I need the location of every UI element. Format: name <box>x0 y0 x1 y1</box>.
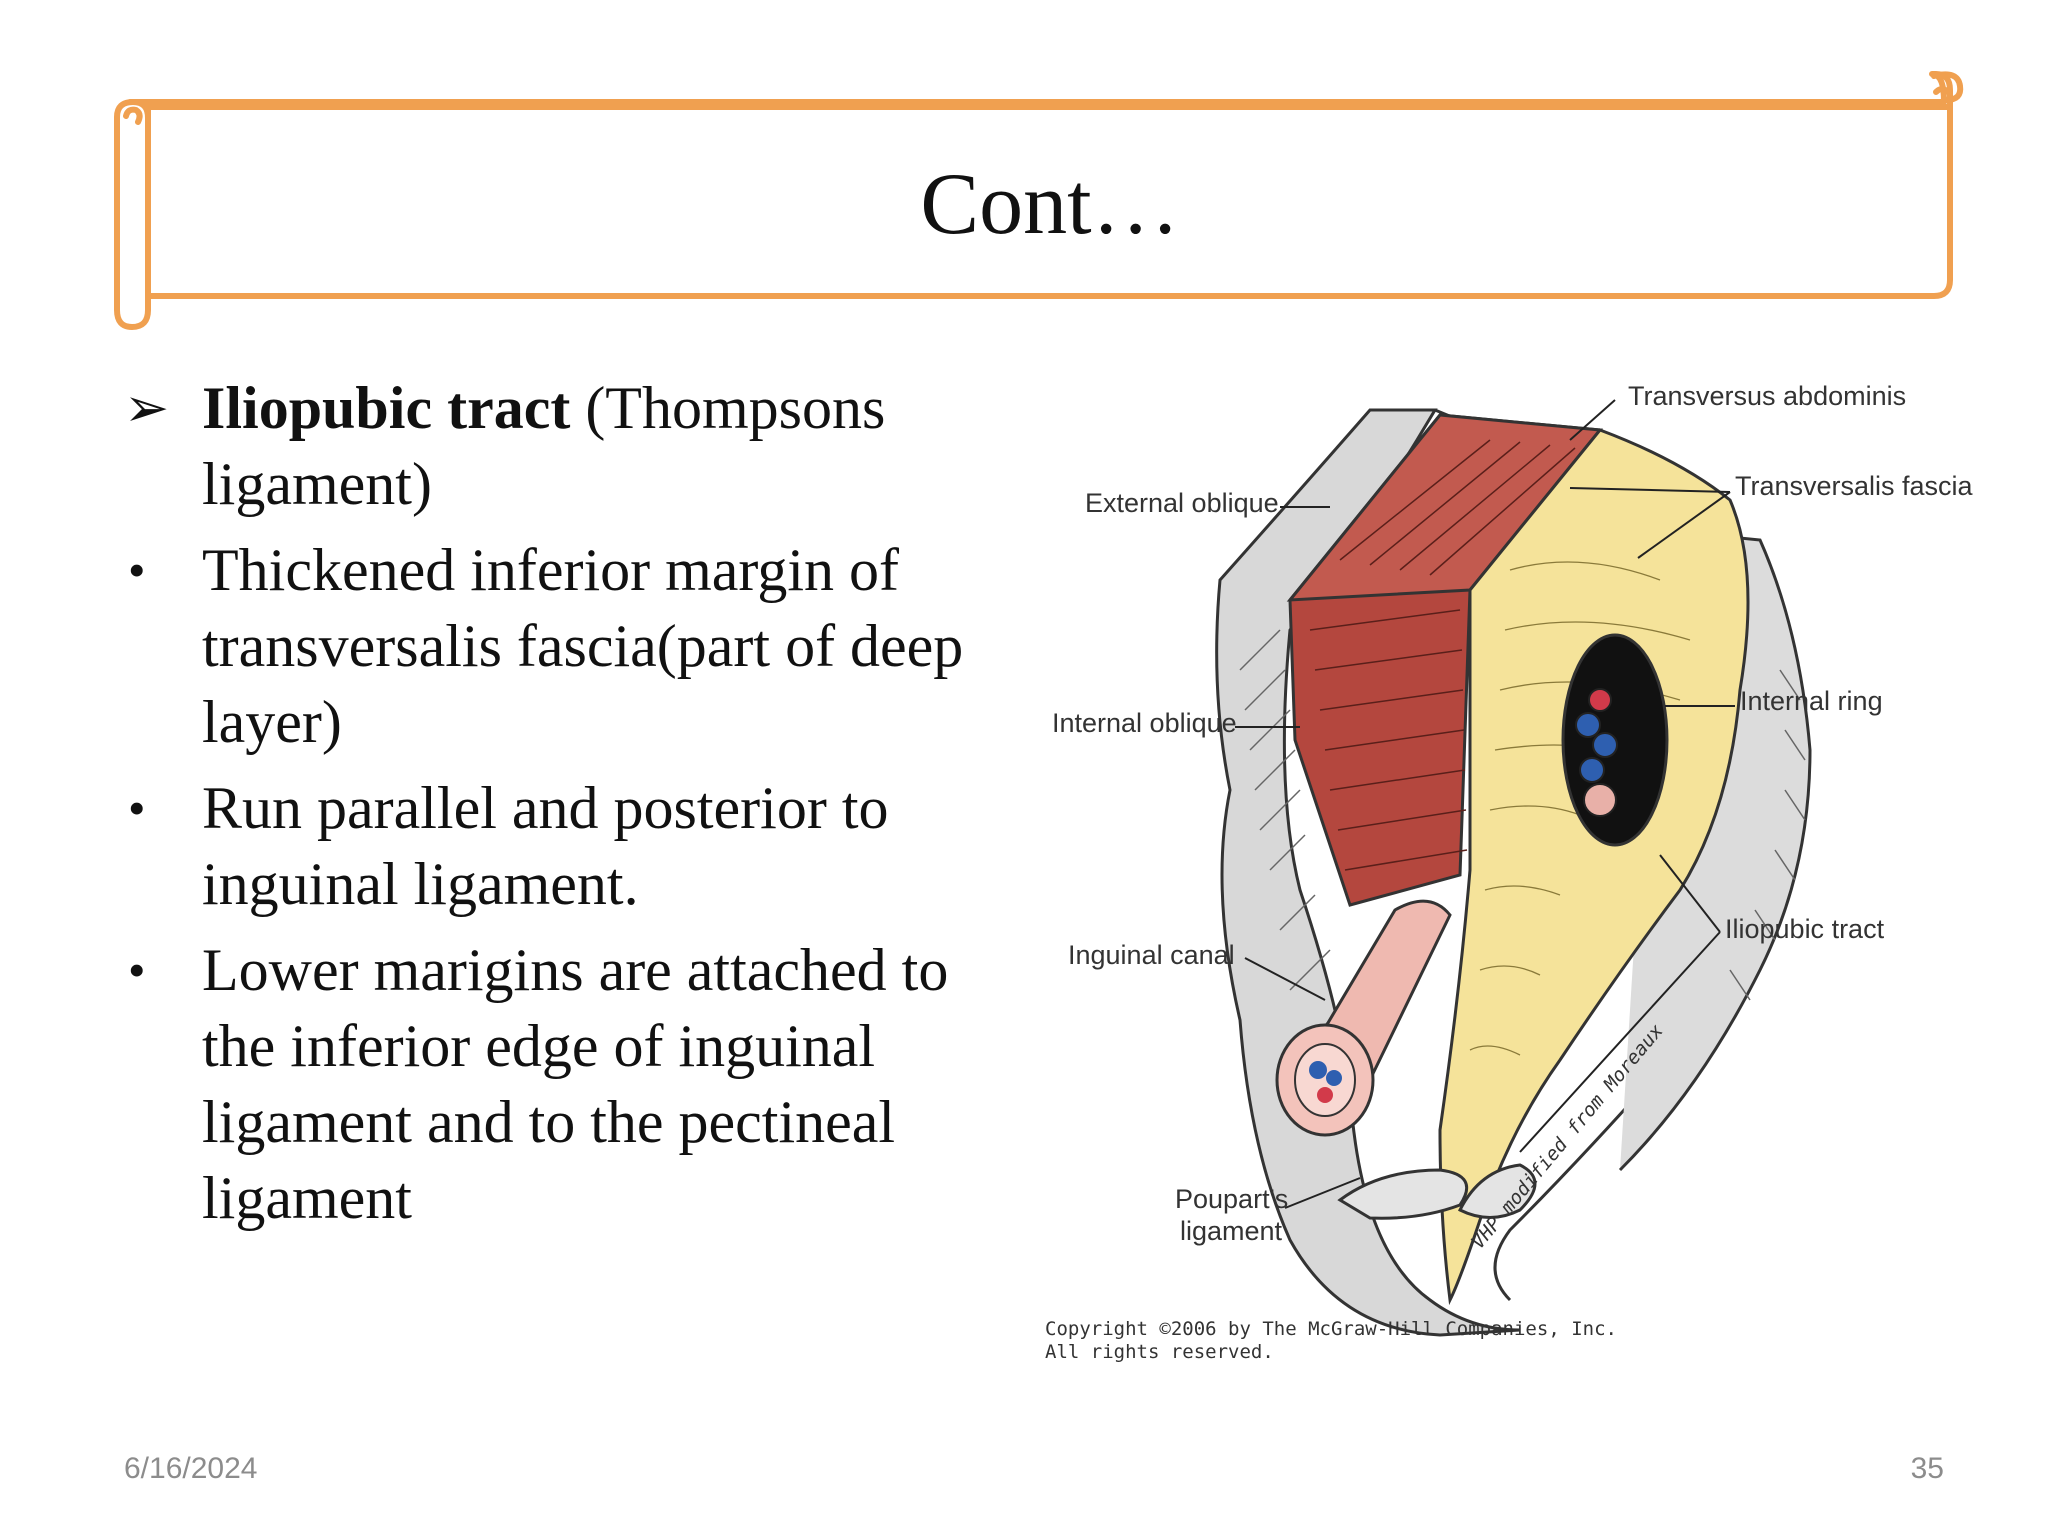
label-pouparts-ligament-line2: ligament <box>1180 1216 1283 1246</box>
dot-bullet-icon: • <box>128 780 146 836</box>
bullet-item-lower-margins: • Lower marigins are attached to the inf… <box>120 932 1000 1236</box>
bullet-text: (Thompsons ligament) <box>202 375 886 517</box>
bullet-list: ➢ Iliopubic tract (Thompsons ligament) •… <box>120 370 1000 1246</box>
label-internal-oblique: Internal oblique <box>1052 708 1237 738</box>
slide-title: Cont… <box>920 156 1180 253</box>
copyright-line-2: All rights reserved. <box>1045 1341 1274 1363</box>
label-transversus-abdominis: Transversus abdominis <box>1628 381 1906 411</box>
bullet-text: Thickened inferior margin of transversal… <box>202 537 964 755</box>
label-external-oblique: External oblique <box>1085 488 1279 518</box>
dot-bullet-icon: • <box>128 942 146 998</box>
scroll-banner-shape <box>114 71 1964 330</box>
label-pouparts-ligament-line1: Poupart's <box>1175 1184 1288 1214</box>
bullet-item-iliopubic-tract: ➢ Iliopubic tract (Thompsons ligament) <box>120 370 1000 522</box>
copyright-line-1: Copyright ©2006 by The McGraw-Hill Compa… <box>1045 1318 1617 1340</box>
footer-date: 6/16/2024 <box>124 1452 258 1485</box>
bullet-text: Lower marigins are attached to the infer… <box>202 937 949 1231</box>
anatomy-illustration: Transversus abdominis External oblique T… <box>1040 370 1980 1380</box>
dot-bullet-icon: • <box>128 542 146 598</box>
arrow-bullet-icon: ➢ <box>124 378 170 438</box>
label-transversalis-fascia: Transversalis fascia <box>1735 471 1974 501</box>
label-internal-ring: Internal ring <box>1740 686 1883 716</box>
title-banner: Cont… <box>0 0 2048 360</box>
label-iliopubic-tract: Iliopubic tract <box>1725 914 1885 944</box>
bullet-heading: Iliopubic tract <box>202 375 571 441</box>
label-inguinal-canal: Inguinal canal <box>1068 940 1235 970</box>
bullet-item-thickened-margin: • Thickened inferior margin of transvers… <box>120 532 1000 760</box>
bullet-item-run-parallel: • Run parallel and posterior to inguinal… <box>120 770 1000 922</box>
inguinal-anatomy-drawing: Transversus abdominis External oblique T… <box>1040 370 1974 1363</box>
page-number: 35 <box>1910 1452 1944 1485</box>
bullet-text: Run parallel and posterior to inguinal l… <box>202 775 889 917</box>
